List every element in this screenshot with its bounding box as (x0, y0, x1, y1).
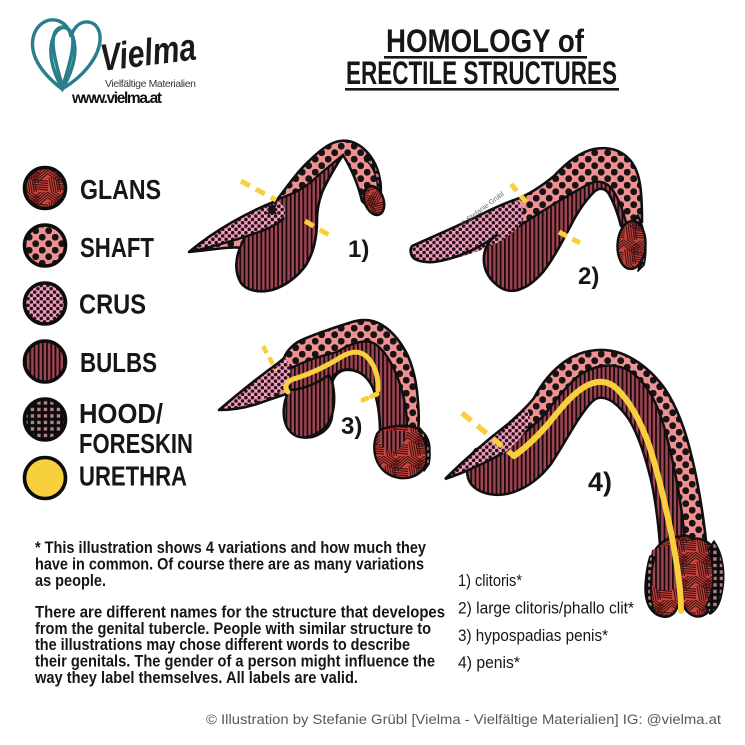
svg-text:their genitals. The gender of: their genitals. The gender of a person m… (35, 653, 435, 671)
svg-text:There are different names for: There are different names for the struct… (35, 604, 445, 622)
svg-text:1): 1) (348, 236, 369, 263)
svg-text:as people.: as people. (35, 572, 106, 590)
svg-text:1) clitoris*: 1) clitoris* (458, 571, 522, 590)
svg-text:the illustrations may chose di: the illustrations may chose different wo… (35, 636, 410, 654)
svg-text:4) penis*: 4) penis* (458, 653, 520, 672)
svg-text:SHAFT: SHAFT (80, 232, 154, 263)
svg-text:GLANS: GLANS (80, 174, 161, 205)
svg-text:Vielfältige Materialien: Vielfältige Materialien (105, 78, 196, 90)
svg-text:way they label themselves. All: way they label themselves. All labels ar… (34, 669, 358, 687)
svg-text:have in common. Of course ther: have in common. Of course there are as m… (35, 556, 424, 574)
svg-text:3) hypospadias penis*: 3) hypospadias penis* (458, 626, 608, 645)
svg-text:HOOD/: HOOD/ (79, 398, 163, 429)
svg-text:URETHRA: URETHRA (79, 461, 187, 492)
svg-text:3): 3) (341, 413, 362, 440)
svg-text:© Illustration by Stefanie Grü: © Illustration by Stefanie Grübl [Vielma… (206, 712, 721, 727)
svg-text:CRUS: CRUS (79, 289, 146, 320)
svg-text:HOMOLOGY of: HOMOLOGY of (386, 23, 584, 59)
svg-text:ERECTILE STRUCTURES: ERECTILE STRUCTURES (346, 55, 617, 91)
svg-text:www.vielma.at: www.vielma.at (71, 90, 162, 107)
svg-text:2): 2) (578, 263, 599, 290)
svg-text:FORESKIN: FORESKIN (79, 428, 193, 459)
svg-text:2) large clitoris/phallo clit*: 2) large clitoris/phallo clit* (458, 599, 634, 618)
svg-text:* This illustration shows 4 va: * This illustration shows 4 variations a… (35, 539, 427, 557)
svg-text:BULBS: BULBS (80, 347, 157, 378)
svg-text:Vielma: Vielma (98, 27, 198, 80)
svg-text:4): 4) (588, 467, 612, 497)
svg-text:from the genital tubercle. Peo: from the genital tubercle. People with s… (35, 620, 431, 638)
